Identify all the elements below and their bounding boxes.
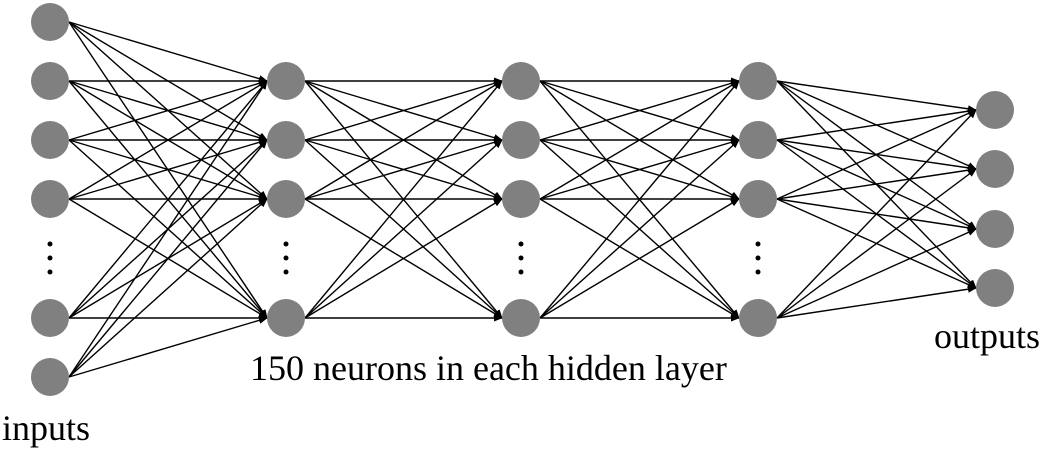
- neuron-output-2: [976, 210, 1014, 248]
- ellipsis-dots: [47, 241, 761, 275]
- connection-input-5-to-hidden-1-3: [68, 316, 268, 378]
- connection-hidden-1-1-to-hidden-2-0: [304, 79, 503, 141]
- neuron-hidden-2-3: [502, 299, 540, 337]
- connection-hidden-3-2-to-output-0: [776, 109, 977, 200]
- neuron-hidden-3-3: [739, 299, 777, 337]
- ellipsis-dot-hidden-3-0: [755, 241, 761, 247]
- connection-hidden-2-1-to-hidden-3-0: [539, 79, 740, 141]
- ellipsis-dot-input-1: [47, 255, 53, 261]
- neuron-hidden-3-1: [739, 121, 777, 159]
- ellipsis-dot-input-0: [47, 241, 53, 247]
- connection-input-3-to-hidden-1-0: [68, 80, 268, 200]
- neuron-hidden-2-1: [502, 121, 540, 159]
- ellipsis-dot-hidden-2-0: [518, 241, 524, 247]
- neuron-hidden-1-1: [267, 121, 305, 159]
- neuron-input-3: [31, 180, 69, 218]
- connection-hidden-3-3-to-output-3: [776, 285, 977, 319]
- neuron-output-1: [976, 150, 1014, 188]
- connection-hidden-1-3-to-hidden-2-2: [304, 198, 503, 319]
- connection-hidden-2-3-to-hidden-3-1: [539, 139, 740, 319]
- ellipsis-dot-hidden-2-2: [518, 269, 524, 275]
- connection-hidden-1-3-to-hidden-2-0: [304, 80, 503, 319]
- neuron-output-3: [976, 269, 1014, 307]
- connection-hidden-3-3-to-output-2: [776, 228, 977, 319]
- neuron-input-1: [31, 62, 69, 100]
- ellipsis-dot-hidden-1-2: [283, 269, 289, 275]
- connection-input-5-to-hidden-1-2: [68, 198, 268, 378]
- inputs-label: inputs: [2, 408, 91, 448]
- neuron-input-4: [31, 299, 69, 337]
- connection-hidden-2-3-to-hidden-3-2: [539, 198, 740, 319]
- connection-input-0-to-hidden-1-0: [68, 21, 268, 83]
- ellipsis-dot-hidden-3-2: [755, 269, 761, 275]
- connection-input-5-to-hidden-1-0: [68, 80, 268, 378]
- neuron-hidden-1-3: [267, 299, 305, 337]
- neuron-output-0: [976, 91, 1014, 129]
- neuron-hidden-2-0: [502, 62, 540, 100]
- connection-hidden-3-0-to-output-0: [776, 80, 977, 113]
- connection-input-4-to-hidden-1-0: [68, 80, 268, 319]
- connection-hidden-2-2-to-hidden-3-0: [539, 80, 740, 200]
- neuron-input-0: [31, 3, 69, 41]
- neuron-input-5: [31, 358, 69, 396]
- neuron-input-2: [31, 121, 69, 159]
- ellipsis-dot-input-2: [47, 269, 53, 275]
- connection-hidden-1-2-to-hidden-2-0: [304, 80, 503, 200]
- outputs-label: outputs: [934, 316, 1041, 356]
- connection-hidden-3-3-to-output-1: [776, 168, 977, 319]
- connection-input-2-to-hidden-1-0: [68, 79, 268, 141]
- ellipsis-dot-hidden-1-0: [283, 241, 289, 247]
- neuron-hidden-2-2: [502, 180, 540, 218]
- connection-hidden-1-2-to-hidden-2-1: [304, 138, 503, 200]
- connection-hidden-3-2-to-output-1: [776, 166, 977, 200]
- connections: [68, 21, 977, 378]
- connection-hidden-2-2-to-hidden-3-1: [539, 138, 740, 200]
- neurons: [31, 3, 1014, 396]
- connection-hidden-1-3-to-hidden-2-1: [304, 139, 503, 319]
- neuron-hidden-3-2: [739, 180, 777, 218]
- neuron-hidden-1-0: [267, 62, 305, 100]
- connection-input-5-to-hidden-1-1: [68, 139, 268, 378]
- neuron-hidden-3-0: [739, 62, 777, 100]
- neuron-hidden-1-2: [267, 180, 305, 218]
- ellipsis-dot-hidden-2-1: [518, 255, 524, 261]
- ellipsis-dot-hidden-1-1: [283, 255, 289, 261]
- connection-hidden-3-1-to-output-0: [776, 107, 977, 141]
- hidden-layer-caption: 150 neurons in each hidden layer: [250, 348, 727, 388]
- ellipsis-dot-hidden-3-1: [755, 255, 761, 261]
- connection-hidden-3-3-to-output-0: [776, 109, 977, 319]
- connection-hidden-2-3-to-hidden-3-0: [539, 80, 740, 319]
- connection-input-3-to-hidden-1-1: [68, 138, 268, 200]
